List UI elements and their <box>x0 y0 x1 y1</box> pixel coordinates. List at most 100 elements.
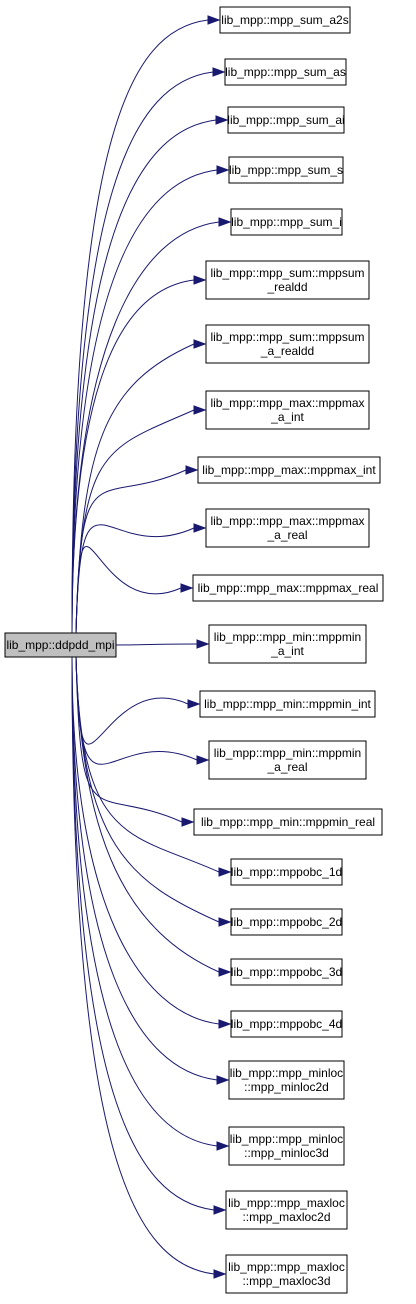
callee-node-label: lib_mpp::mppobc_4d <box>231 1017 342 1031</box>
callee-node-label: lib_mpp::mppobc_1d <box>231 865 342 879</box>
callee-node-14[interactable]: lib_mpp::mpp_min::mppmin_a_real <box>208 740 367 780</box>
call-edge-arrowhead-18 <box>218 967 232 977</box>
callee-node-label: lib_mpp::mpp_sum_a2s <box>221 13 348 27</box>
callee-node-box <box>193 808 383 836</box>
call-edge-arrowhead-12 <box>196 639 210 649</box>
callee-node-22[interactable]: lib_mpp::mpp_maxloc::mpp_maxloc2d <box>225 1190 348 1230</box>
call-edge-22 <box>71 656 215 1211</box>
call-edges <box>71 15 232 1279</box>
callee-node-label: lib_mpp::mpp_sum_ai <box>227 113 344 127</box>
call-edge-arrowhead-15 <box>181 817 195 827</box>
callee-node-05[interactable]: lib_mpp::mpp_sum_i <box>230 208 343 236</box>
callee-node-label: lib_mpp::mpp_maxloc <box>228 1196 345 1210</box>
callee-node-label: _a_real <box>266 528 307 542</box>
call-edge-arrowhead-09 <box>185 465 199 475</box>
call-edge-10 <box>75 524 195 634</box>
call-edge-arrowhead-17 <box>218 917 232 927</box>
callee-node-label: lib_mpp::mpp_sum_as <box>225 65 346 79</box>
call-edge-arrowhead-14 <box>196 755 210 765</box>
callee-node-label: ::mpp_maxloc2d <box>242 1210 330 1224</box>
callee-node-label: _a_int <box>270 644 304 658</box>
callee-node-label: lib_mpp::mpp_sum_i <box>231 215 342 229</box>
call-edge-arrowhead-19 <box>218 1019 232 1029</box>
callee-node-box <box>224 58 347 86</box>
call-edge-arrowhead-20 <box>216 1075 230 1085</box>
callee-node-12[interactable]: lib_mpp::mpp_min::mppmin_a_int <box>208 624 367 664</box>
callee-node-label: lib_mpp::mpp_minloc <box>230 1066 343 1080</box>
callee-node-21[interactable]: lib_mpp::mpp_minloc::mpp_minloc3d <box>228 1126 345 1166</box>
callee-node-02[interactable]: lib_mpp::mpp_sum_as <box>224 58 347 86</box>
callee-nodes: lib_mpp::mpp_sum_a2slib_mpp::mpp_sum_asl… <box>192 6 384 1294</box>
callee-node-label: lib_mpp::mpp_min::mppmin_real <box>201 815 375 829</box>
callee-node-label: lib_mpp::mpp_max::mppmax_real <box>198 581 379 595</box>
callee-node-label: _a_real <box>266 760 307 774</box>
callee-node-label: _a_int <box>270 410 304 424</box>
call-edge-14 <box>75 656 198 765</box>
callee-node-label: lib_mpp::mpp_max::mppmax <box>210 514 364 528</box>
call-edge-arrowhead-07 <box>193 339 207 349</box>
callee-node-box <box>205 324 370 364</box>
call-edge-arrowhead-22 <box>213 1205 227 1215</box>
call-edge-21 <box>71 656 218 1147</box>
callee-node-label: lib_mpp::mppobc_2d <box>231 915 342 929</box>
call-edge-arrowhead-16 <box>218 867 232 877</box>
root-node[interactable]: lib_mpp::ddpdd_mpi <box>4 632 117 658</box>
call-edge-11 <box>75 546 182 634</box>
callee-node-01[interactable]: lib_mpp::mpp_sum_a2s <box>219 6 351 34</box>
callee-node-label: lib_mpp::mpp_max::mppmax <box>210 396 364 410</box>
call-edge-17 <box>75 656 220 923</box>
callee-node-03[interactable]: lib_mpp::mpp_sum_ai <box>227 106 345 134</box>
call-edge-03 <box>71 119 217 634</box>
callee-node-box <box>230 908 343 936</box>
callee-node-04[interactable]: lib_mpp::mpp_sum_s <box>228 156 344 184</box>
call-edge-06 <box>71 279 195 634</box>
callee-node-box <box>227 106 345 134</box>
callee-node-10[interactable]: lib_mpp::mpp_max::mppmax_a_real <box>205 508 370 548</box>
callee-node-box <box>230 208 343 236</box>
callee-node-17[interactable]: lib_mpp::mppobc_2d <box>230 908 343 936</box>
callee-node-18[interactable]: lib_mpp::mppobc_3d <box>230 958 343 986</box>
call-edge-05 <box>71 221 220 634</box>
callee-node-box <box>230 958 343 986</box>
callee-node-box <box>228 156 344 184</box>
callee-node-19[interactable]: lib_mpp::mppobc_4d <box>230 1010 343 1038</box>
callee-node-box <box>192 574 384 602</box>
call-edge-08 <box>75 409 195 634</box>
callee-node-label: lib_mpp::mpp_maxloc <box>228 1260 345 1274</box>
call-edge-arrowhead-03 <box>215 115 229 125</box>
call-edge-arrowhead-13 <box>187 699 201 709</box>
call-edge-arrowhead-01 <box>207 15 221 25</box>
call-edge-19 <box>71 656 220 1025</box>
call-edge-18 <box>75 656 220 973</box>
callee-node-label: lib_mpp::mpp_min::mppmin <box>214 630 361 644</box>
call-edge-15 <box>75 656 183 823</box>
callee-node-label: lib_mpp::mpp_sum::mppsum <box>210 330 364 344</box>
callee-node-label: lib_mpp::mpp_min::mppmin_int <box>204 697 371 711</box>
callee-node-box <box>230 1010 343 1038</box>
callee-node-06[interactable]: lib_mpp::mpp_sum::mppsum_realdd <box>205 260 370 300</box>
callee-node-box <box>205 260 370 300</box>
callee-node-13[interactable]: lib_mpp::mpp_min::mppmin_int <box>199 690 376 718</box>
callee-node-20[interactable]: lib_mpp::mpp_minloc::mpp_minloc2d <box>228 1060 345 1100</box>
callee-node-11[interactable]: lib_mpp::mpp_max::mppmax_real <box>192 574 384 602</box>
callee-node-08[interactable]: lib_mpp::mpp_max::mppmax_a_int <box>205 390 370 430</box>
callee-node-16[interactable]: lib_mpp::mppobc_1d <box>230 858 343 886</box>
callee-node-15[interactable]: lib_mpp::mpp_min::mppmin_real <box>193 808 383 836</box>
root-node-label: lib_mpp::ddpdd_mpi <box>6 638 114 652</box>
callee-node-label: lib_mpp::mpp_sum_s <box>229 163 343 177</box>
call-edge-23 <box>71 656 215 1275</box>
callee-node-label: lib_mpp::mpp_min::mppmin <box>214 746 361 760</box>
callee-node-label: lib_mpp::mpp_minloc <box>230 1132 343 1146</box>
call-edge-20 <box>71 656 218 1081</box>
call-edge-arrowhead-10 <box>193 523 207 533</box>
callee-node-box <box>219 6 351 34</box>
callee-node-box <box>199 690 376 718</box>
callee-node-07[interactable]: lib_mpp::mpp_sum::mppsum_a_realdd <box>205 324 370 364</box>
callee-node-label: lib_mpp::mppobc_3d <box>231 965 342 979</box>
callee-node-label: ::mpp_maxloc3d <box>242 1274 330 1288</box>
callee-node-09[interactable]: lib_mpp::mpp_max::mppmax_int <box>197 456 381 484</box>
callee-node-label: lib_mpp::mpp_max::mppmax_int <box>202 463 376 477</box>
callee-node-label: ::mpp_minloc2d <box>244 1080 329 1094</box>
call-edge-arrowhead-23 <box>213 1269 227 1279</box>
callee-node-23[interactable]: lib_mpp::mpp_maxloc::mpp_maxloc3d <box>225 1254 348 1294</box>
